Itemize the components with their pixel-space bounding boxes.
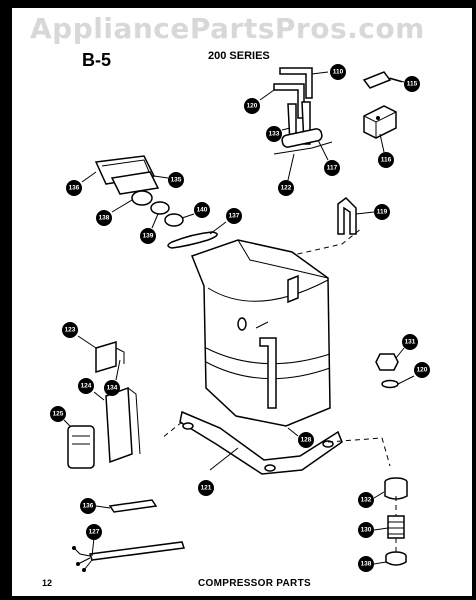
callout-132: 132 [358, 492, 374, 508]
page-number: 12 [42, 578, 53, 588]
svg-text:135: 135 [171, 177, 182, 184]
svg-text:117: 117 [327, 165, 338, 172]
callout-121: 121 [198, 480, 214, 496]
callout-120: 120 [244, 98, 260, 114]
svg-text:110: 110 [333, 69, 344, 76]
parts-diagram-page: AppliancePartsPros.com B-5 200 SERIES [12, 8, 472, 596]
svg-text:140: 140 [197, 207, 208, 214]
svg-text:136: 136 [83, 503, 94, 510]
callout-127: 127 [86, 524, 102, 540]
svg-text:130: 130 [361, 527, 372, 534]
series-label: 200 SERIES [208, 50, 270, 62]
page-caption: COMPRESSOR PARTS [198, 578, 311, 589]
svg-text:127: 127 [89, 529, 100, 536]
callout-120-right: 120 [414, 362, 430, 378]
section-label: B-5 [82, 50, 112, 70]
callout-119: 119 [374, 204, 390, 220]
callout-116: 116 [378, 152, 394, 168]
svg-text:136: 136 [69, 185, 80, 192]
svg-text:123: 123 [65, 327, 76, 334]
callout-140: 140 [194, 202, 210, 218]
callout-138-bottom: 138 [358, 556, 374, 572]
svg-text:124: 124 [81, 383, 92, 390]
callout-138: 138 [96, 210, 112, 226]
mount-hardware-bottom [384, 477, 408, 566]
watermark: AppliancePartsPros.com [30, 12, 425, 45]
callout-137: 137 [226, 208, 242, 224]
callout-136: 136 [66, 180, 82, 196]
svg-text:131: 131 [405, 339, 416, 346]
svg-text:119: 119 [377, 209, 388, 216]
mount-hardware-right [375, 353, 399, 389]
callout-134: 134 [104, 380, 120, 396]
callout-139: 139 [140, 228, 156, 244]
callout-123: 123 [62, 322, 78, 338]
svg-text:138: 138 [361, 561, 372, 568]
cover-strip [108, 499, 158, 513]
svg-text:133: 133 [269, 131, 280, 138]
callout-122: 122 [278, 180, 294, 196]
svg-text:125: 125 [53, 411, 64, 418]
svg-text:115: 115 [407, 81, 418, 88]
svg-text:128: 128 [301, 437, 312, 444]
callout-110: 110 [330, 64, 346, 80]
exploded-view-diagram: 110 115 120 133 117 116 122 136 135 138 … [50, 64, 430, 572]
svg-text:132: 132 [361, 497, 372, 504]
tube-bracket [337, 197, 357, 235]
callout-130: 130 [358, 522, 374, 538]
callout-128: 128 [298, 432, 314, 448]
svg-text:138: 138 [99, 215, 110, 222]
callout-115: 115 [404, 76, 420, 92]
svg-text:137: 137 [229, 213, 240, 220]
wire-harness [72, 541, 185, 572]
compressor-body [161, 227, 391, 475]
svg-text:134: 134 [107, 385, 118, 392]
callout-124: 124 [78, 378, 94, 394]
svg-text:120: 120 [417, 367, 428, 374]
callout-135: 135 [168, 172, 184, 188]
tube-assembly [273, 67, 333, 155]
callout-136-bottom: 136 [80, 498, 96, 514]
gasket-parts [94, 155, 218, 249]
relay-and-overload [67, 340, 141, 469]
svg-text:120: 120 [247, 103, 258, 110]
svg-text:116: 116 [381, 157, 392, 164]
terminal-box [363, 105, 397, 139]
callout-131: 131 [402, 334, 418, 350]
heater-bracket [362, 71, 405, 89]
leader-lines [63, 71, 415, 565]
callout-125: 125 [50, 406, 66, 422]
callout-133: 133 [266, 126, 282, 142]
svg-text:121: 121 [201, 485, 212, 492]
callout-117: 117 [324, 160, 340, 176]
svg-text:122: 122 [281, 185, 292, 192]
svg-text:139: 139 [143, 233, 154, 240]
